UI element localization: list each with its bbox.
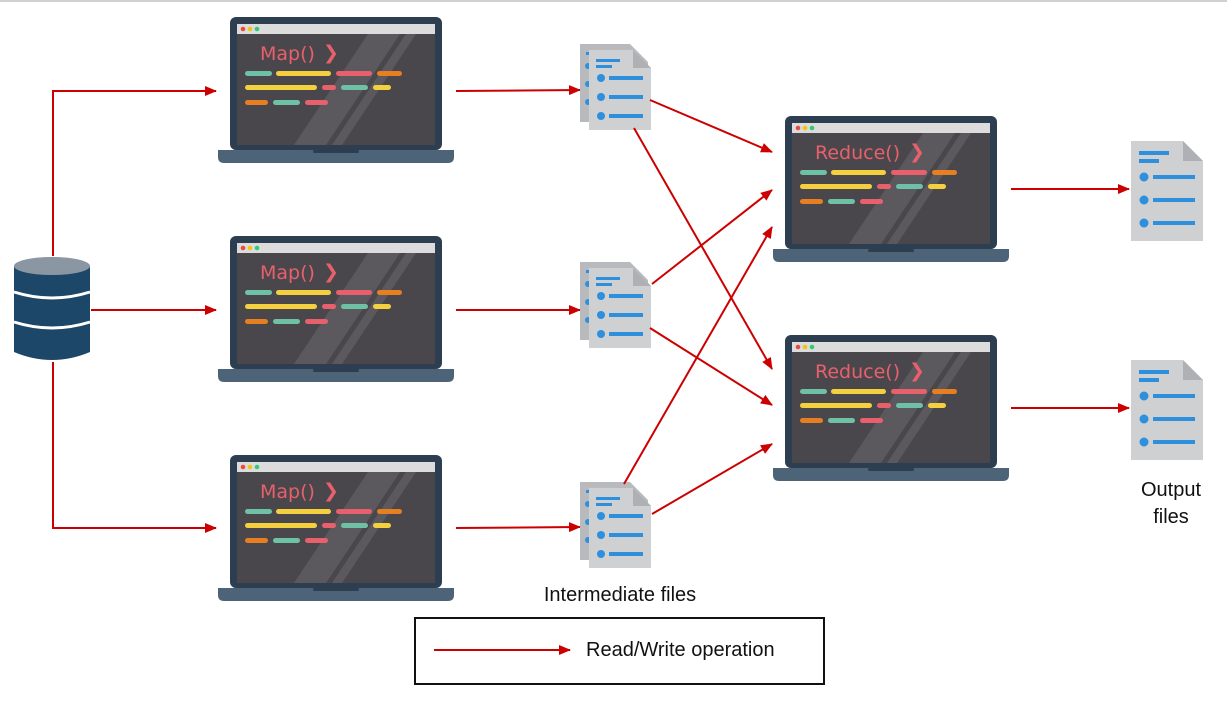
intermediate-file-3 bbox=[580, 482, 651, 568]
chevron-right-icon: ❯ bbox=[323, 480, 339, 502]
laptop-icon bbox=[773, 335, 1009, 481]
legend-label: Read/Write operation bbox=[586, 639, 775, 661]
chevron-right-icon: ❯ bbox=[909, 141, 925, 163]
arrow-db-to-map1 bbox=[52, 86, 217, 256]
chevron-right-icon: ❯ bbox=[909, 360, 925, 382]
reduce-function-label: Reduce() bbox=[815, 361, 900, 383]
output-files-label-line2: files bbox=[1153, 506, 1189, 528]
map-function-label: Map() bbox=[260, 43, 315, 65]
database-icon bbox=[13, 257, 91, 360]
output-files-label-line1: Output bbox=[1140, 479, 1202, 501]
mapper-laptop-2: Map() ❯ bbox=[218, 236, 454, 382]
document-stack-icon bbox=[580, 44, 651, 130]
reducer-laptop-2: Reduce() ❯ bbox=[773, 335, 1009, 481]
laptop-icon bbox=[773, 116, 1009, 262]
output-file-2 bbox=[1131, 360, 1203, 460]
db-to-mappers-arrows bbox=[52, 86, 217, 533]
chevron-right-icon: ❯ bbox=[323, 261, 339, 283]
legend bbox=[414, 617, 825, 685]
map-function-label: Map() bbox=[260, 481, 315, 503]
output-file-1 bbox=[1131, 141, 1203, 241]
reduce-function-label: Reduce() bbox=[815, 142, 900, 164]
intermediate-file-2 bbox=[580, 262, 651, 348]
laptop-icon bbox=[218, 455, 454, 601]
mapper-to-intermediate-arrows bbox=[455, 85, 581, 533]
intermediate-files-label: Intermediate files bbox=[543, 584, 697, 606]
mapper-laptop-3: Map() ❯ bbox=[218, 455, 454, 601]
laptop-icon bbox=[218, 17, 454, 163]
document-stack-icon bbox=[580, 262, 651, 348]
mapper-laptop-1: Map() ❯ bbox=[218, 17, 454, 163]
document-stack-icon bbox=[580, 482, 651, 568]
document-icon bbox=[1131, 360, 1203, 460]
document-icon bbox=[1131, 141, 1203, 241]
reducer-to-output-arrows bbox=[1011, 184, 1130, 413]
intermediate-file-1 bbox=[580, 44, 651, 130]
laptop-icon bbox=[218, 236, 454, 382]
shuffle-arrows bbox=[623, 99, 773, 515]
arrow-db-to-map3 bbox=[52, 362, 217, 533]
reducer-laptop-1: Reduce() ❯ bbox=[773, 116, 1009, 262]
chevron-right-icon: ❯ bbox=[323, 42, 339, 64]
map-function-label: Map() bbox=[260, 262, 315, 284]
